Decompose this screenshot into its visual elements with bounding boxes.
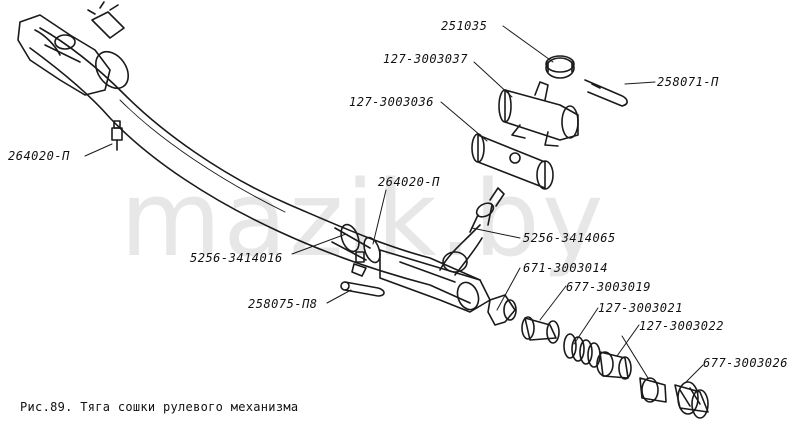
label-part-12: 127-3003022 xyxy=(639,319,724,333)
plug-cup xyxy=(487,294,517,326)
castle-nut xyxy=(545,55,575,79)
label-part-4: 127-3003036 xyxy=(349,95,434,109)
label-part-5: 264020-П xyxy=(8,149,70,163)
threaded-plug xyxy=(596,351,667,403)
ball-insert xyxy=(521,316,560,344)
grease-nipple-left xyxy=(111,120,123,151)
label-part-6: 264020-П xyxy=(378,175,440,189)
grease-nipple-middle xyxy=(351,251,367,277)
label-part-13: 258075-П8 xyxy=(248,297,318,311)
label-part-10: 677-3003019 xyxy=(566,280,651,294)
label-part-11: 127-3003021 xyxy=(598,301,683,315)
label-part-2: 127-3003037 xyxy=(383,52,468,66)
protective-tube xyxy=(471,133,554,190)
figure-caption: Рис.89. Тяга сошки рулевого механизма xyxy=(20,400,299,414)
cotter-pin-lower xyxy=(340,281,385,297)
cotter-pin-upper xyxy=(584,79,628,107)
leader-lines xyxy=(84,25,704,383)
left-end-socket xyxy=(17,1,130,96)
label-part-1: 251035 xyxy=(441,19,488,33)
clamp-sleeve xyxy=(498,81,579,147)
label-part-14: 677-3003026 xyxy=(703,356,788,370)
spring xyxy=(563,333,601,368)
middle-collar xyxy=(331,223,381,264)
label-part-9: 671-3003014 xyxy=(523,261,608,275)
label-part-3: 258071-П xyxy=(657,75,719,89)
drag-link-tube-lower xyxy=(29,47,471,304)
end-cap xyxy=(674,381,709,419)
label-part-8: 5256-3414065 xyxy=(523,231,616,245)
drag-link-tube-upper xyxy=(39,27,481,281)
ball-pin xyxy=(439,187,505,276)
label-part-7: 5256-3414016 xyxy=(190,251,283,265)
